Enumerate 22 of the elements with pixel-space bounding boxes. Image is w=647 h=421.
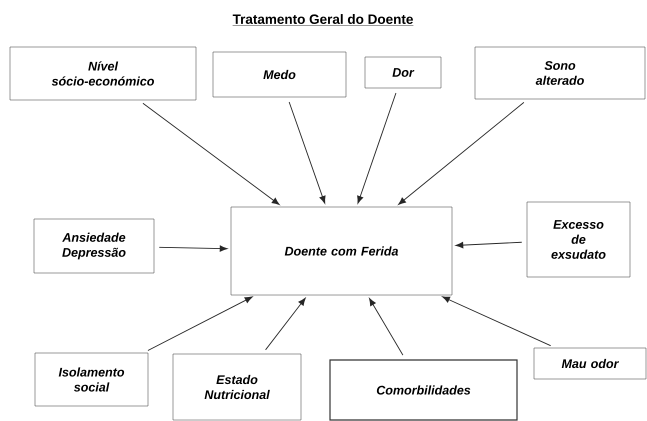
arrow — [456, 242, 522, 248]
factor-box: Excesso de exsudato — [526, 202, 630, 278]
arrow — [288, 102, 326, 204]
factor-box: Dor — [364, 56, 442, 88]
arrow — [369, 298, 404, 356]
arrow — [442, 296, 552, 346]
factor-box: Mau odor — [534, 348, 646, 380]
factor-box: Isolamento social — [34, 352, 148, 406]
center-box: Doente com Ferida — [230, 206, 452, 296]
factor-box: Estado Nutricional — [172, 354, 302, 420]
arrow — [142, 102, 280, 205]
arrow — [398, 102, 524, 205]
factor-box: Medo — [212, 52, 346, 98]
arrow — [357, 92, 396, 204]
factor-box: Comorbilidades — [329, 359, 518, 421]
arrow — [147, 296, 252, 351]
arrow — [158, 245, 228, 252]
factor-box: Nível sócio-económico — [10, 46, 196, 100]
factor-box: Sono alterado — [474, 46, 646, 100]
title: Tratamento Geral do Doente — [232, 14, 414, 26]
arrow — [265, 298, 306, 350]
factor-box: Ansiedade Depressão — [34, 218, 154, 274]
